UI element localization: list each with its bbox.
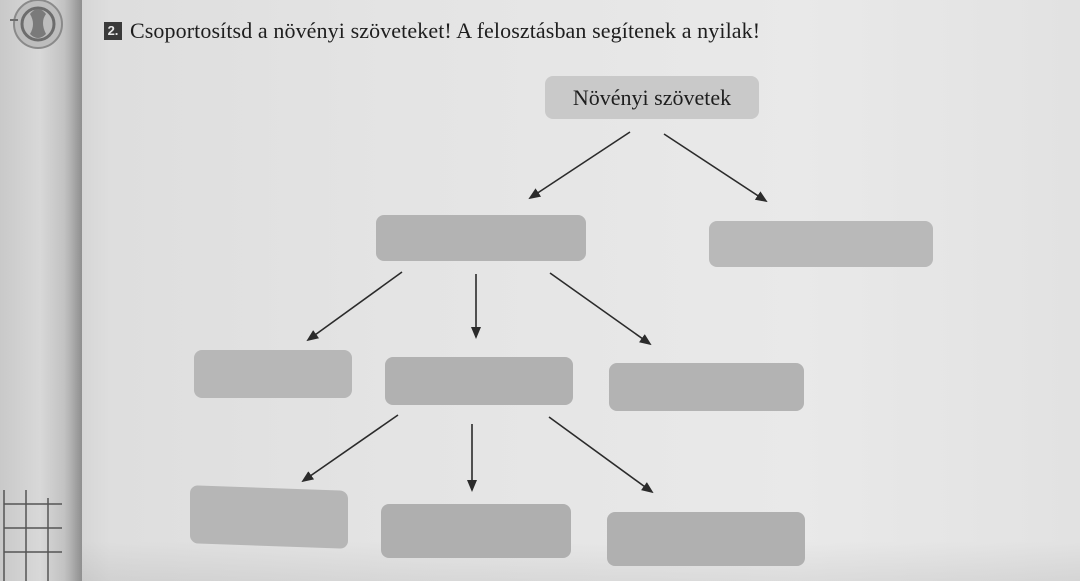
arrow-l2-to-l3-left [301, 414, 399, 483]
book-gutter [0, 0, 82, 581]
arrow-l2-to-l3-right [548, 416, 654, 494]
blank-box-level3-right[interactable] [607, 512, 805, 566]
margin-grid-decoration [3, 490, 62, 581]
pictogram-icon [10, 0, 63, 49]
page-edge-shadow [64, 0, 82, 581]
task-instruction: Csoportosítsd a növényi szöveteket! A fe… [130, 18, 761, 43]
blank-box-level2-middle[interactable] [385, 357, 573, 405]
page-bottom-shadow [82, 541, 1080, 581]
blank-box-level2-left[interactable] [194, 350, 352, 398]
blank-box-level3-left[interactable] [190, 485, 348, 549]
arrow-root-to-left [528, 131, 631, 200]
arrow-root-to-right [663, 133, 768, 203]
blank-box-level1-left[interactable] [376, 215, 586, 261]
blank-box-level3-middle[interactable] [381, 504, 571, 558]
task-number-badge: 2. [104, 22, 122, 40]
root-node: Növényi szövetek [545, 76, 759, 119]
blank-box-level2-right[interactable] [609, 363, 804, 411]
blank-box-level1-right[interactable] [709, 221, 933, 267]
task-header: 2. Csoportosítsd a növényi szöveteket! A… [104, 18, 760, 44]
arrow-l1-to-l2-right [549, 272, 652, 346]
arrow-l1-to-l2-left [306, 271, 403, 342]
